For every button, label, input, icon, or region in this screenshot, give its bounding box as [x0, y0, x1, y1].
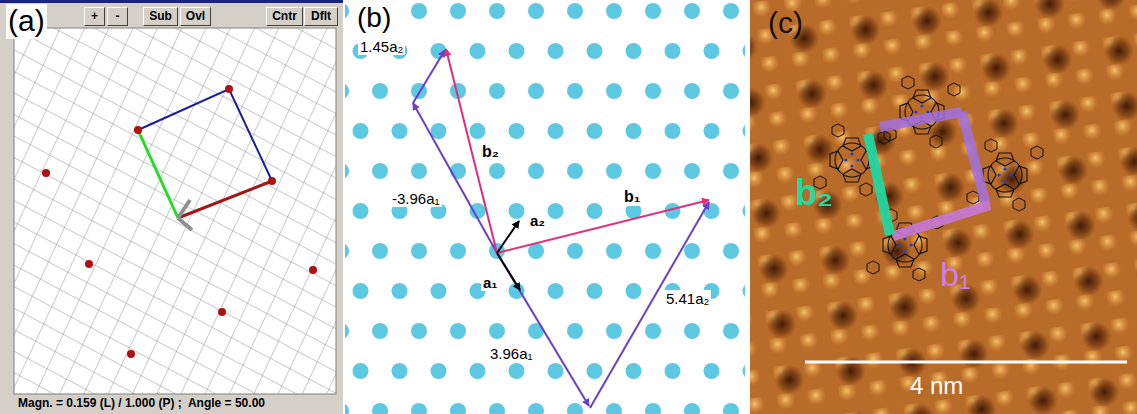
stm-image — [750, 0, 1137, 414]
vector-label: b₁ — [940, 255, 970, 294]
panel-label: (c) — [768, 6, 803, 41]
vector-diagram — [345, 0, 745, 414]
button-label: Sub — [149, 9, 172, 23]
status-text: Magn. = 0.159 (L) / 1.000 (P) ; Angle = … — [18, 397, 265, 411]
vector-label: 5.41a₂ — [664, 290, 711, 307]
toolbar-button: Cntr — [266, 7, 303, 26]
vector-label: 3.96a₁ — [488, 345, 535, 362]
vector-label: 1.45a₂ — [358, 38, 405, 55]
button-label: - — [116, 9, 120, 23]
toolbar-button: Sub — [143, 7, 178, 26]
vector-label: -3.96a₁ — [390, 190, 442, 207]
vector-label: a₁ — [481, 274, 500, 291]
vector-label: b₁ — [622, 188, 642, 206]
lattice-window — [0, 0, 343, 414]
button-label: Cntr — [272, 9, 297, 23]
vector-label: b₂ — [480, 143, 501, 161]
button-label: Ovl — [186, 9, 205, 23]
panel-label: (b) — [355, 2, 393, 34]
toolbar-panel-label: (a) — [6, 4, 47, 39]
scale-bar-label: 4 nm — [910, 372, 963, 400]
button-label: Dflt — [311, 9, 331, 23]
toolbar-button: + — [84, 7, 105, 26]
vector-label: a₂ — [528, 212, 547, 229]
toolbar-button: Dflt — [304, 7, 338, 26]
toolbar-button: Ovl — [180, 7, 211, 26]
vector-label: b₂ — [795, 172, 833, 213]
button-label: + — [91, 9, 98, 23]
toolbar-button: - — [107, 7, 128, 26]
